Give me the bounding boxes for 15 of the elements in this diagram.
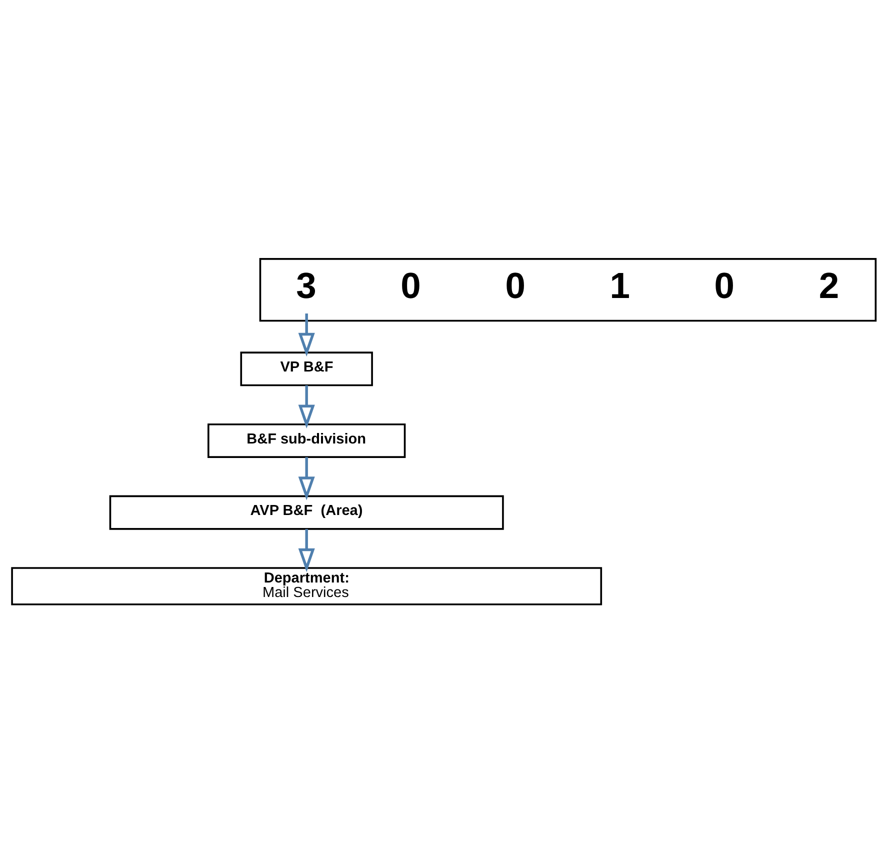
node-text: 3 [296, 264, 316, 306]
arrow [298, 528, 315, 572]
node-box: AVP B&F (Area) [109, 494, 504, 530]
node-text: 1 [610, 264, 630, 306]
node-text: 0 [400, 264, 421, 306]
node-text: 0 [714, 264, 735, 306]
node-text: 0 [505, 264, 526, 306]
arrow [298, 384, 315, 428]
cluster [259, 258, 877, 322]
node-box: Department: Mail Services [11, 566, 602, 605]
arrow [298, 456, 315, 500]
node-box: VP B&F [240, 351, 373, 386]
arrow [298, 313, 315, 356]
node-box: B&F sub-division [208, 422, 406, 458]
node-text: 2 [818, 264, 840, 306]
